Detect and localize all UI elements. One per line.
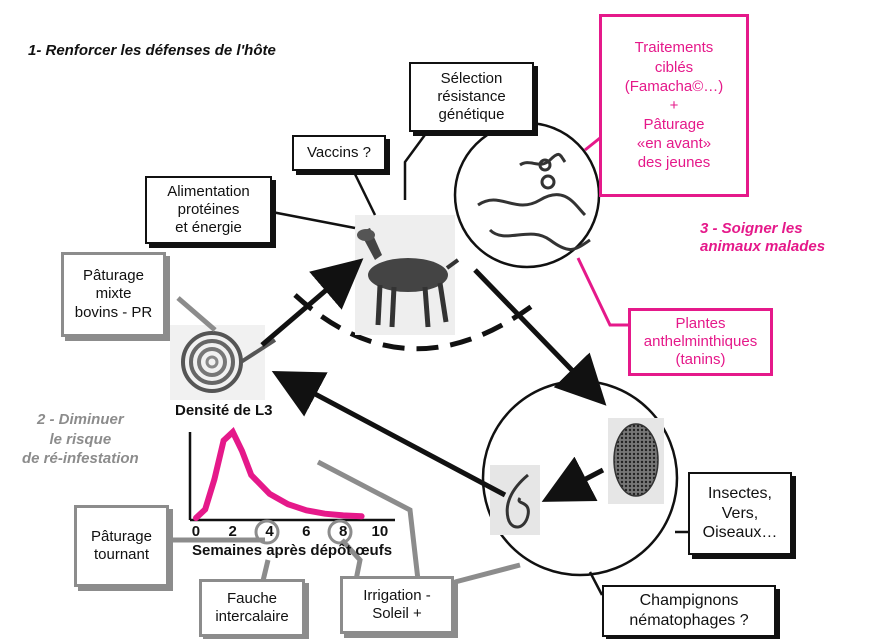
box-fauche: Fauche intercalaire: [199, 579, 305, 637]
arrow-goat-to-egg: [473, 268, 607, 406]
box-paturage-tournant: Pâturage tournant: [74, 505, 169, 587]
egg-illustration: [608, 418, 664, 504]
x-tick-10: 10: [371, 523, 389, 540]
worm-magnifier-circle: [453, 121, 601, 269]
box-plantes: Plantes anthelminthiques (tanins): [628, 308, 773, 376]
larva-illustration: [490, 465, 540, 535]
tick-circle-4: [254, 519, 280, 545]
x-axis-label: Semaines après dépôt œufs: [192, 542, 393, 559]
connector-irrigation-circle: [454, 562, 521, 585]
box-champignons: Champignons nématophages ?: [602, 585, 776, 637]
arrow-larva-to-goat: [260, 258, 364, 347]
connector-traitements: [584, 136, 601, 152]
x-tick-2: 2: [228, 523, 237, 540]
title-treat-sick: 3 - Soigner les animaux malades: [700, 220, 826, 255]
arrow-larva-to-l3: [271, 370, 507, 498]
density-label: Densité de L3: [175, 402, 273, 419]
arrow-egg-to-larva: [541, 456, 605, 502]
box-paturage-mixte: Pâturage mixte bovins - PR: [61, 252, 166, 337]
x-tick-6: 6: [302, 523, 311, 540]
goat-illustration: [355, 215, 460, 335]
density-chart: [188, 427, 395, 545]
connector-vaccins: [351, 169, 377, 216]
title-reinfestation: 2 - Diminuer le risque de ré-infestation: [22, 411, 139, 467]
box-selection: Sélection résistance génétique: [409, 62, 534, 132]
connector-paturage-mixte: [176, 296, 217, 332]
connector-champignons: [588, 571, 604, 596]
connector-selection: [403, 127, 432, 200]
dashed-arc: [293, 293, 542, 352]
x-tick-8: 8: [338, 523, 348, 540]
x-tick-0: 0: [191, 523, 201, 540]
x-tick-4: 4: [265, 523, 274, 540]
coiled-larva-illustration: [170, 325, 277, 400]
title-host-defense: 1- Renforcer les défenses de l'hôte: [28, 42, 276, 59]
connector-plantes: [576, 257, 628, 327]
box-insectes: Insectes, Vers, Oiseaux…: [688, 472, 792, 555]
connector-irrigation: [316, 459, 421, 581]
box-traitements: Traitements ciblés (Famacha©…) + Pâturag…: [599, 14, 749, 197]
worm-drawing: [477, 152, 591, 251]
connector-alimentation: [271, 210, 356, 230]
box-vaccins: Vaccins ?: [292, 135, 386, 171]
density-curve: [193, 427, 365, 521]
box-irrigation: Irrigation - Soleil +: [340, 576, 454, 634]
box-alimentation: Alimentation protéines et énergie: [145, 176, 272, 244]
tick-circle-8: [327, 519, 353, 545]
